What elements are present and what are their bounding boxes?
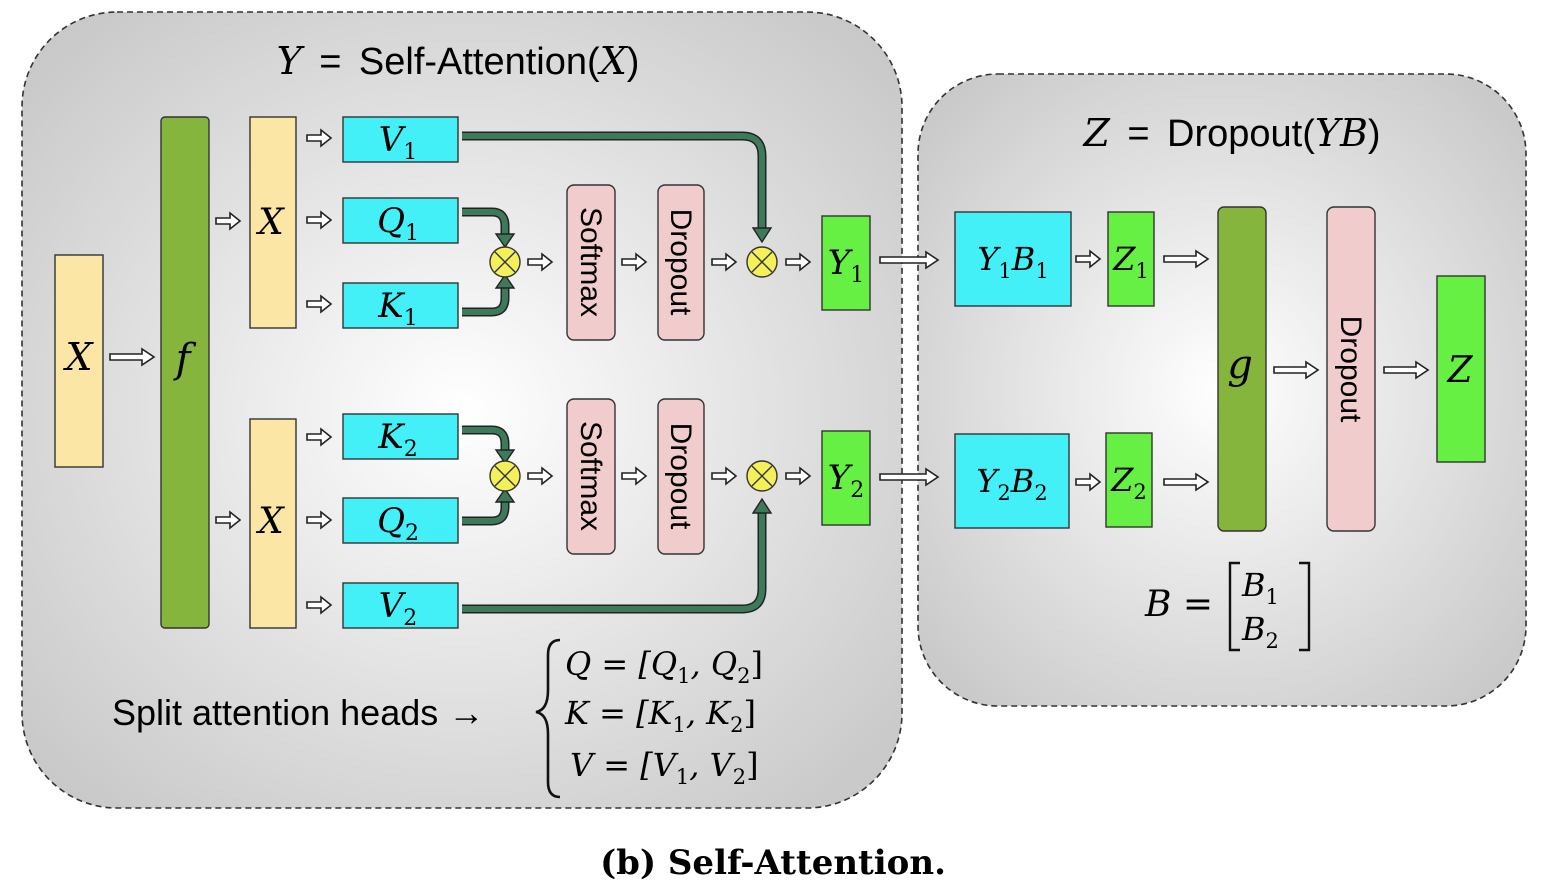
- x-head1-label: X: [255, 202, 285, 243]
- k2-label: K2: [377, 417, 417, 462]
- self-attention-panel: [21, 11, 903, 809]
- y2-label: Y2: [828, 458, 864, 503]
- g-box: [1217, 206, 1267, 532]
- k1-label: K1: [377, 286, 417, 331]
- y1-label: Y1: [828, 243, 864, 288]
- f-box: [160, 116, 210, 629]
- v2-box: [342, 582, 459, 629]
- g-label: g: [1227, 342, 1253, 388]
- b-matrix-left-bracket: [1228, 561, 1240, 652]
- softmax2-box: [566, 398, 616, 555]
- dropout-final-label: Dropout: [1334, 316, 1367, 423]
- b-matrix-b2: B2: [1241, 610, 1279, 653]
- v1-box: [342, 116, 459, 163]
- softmax1-box: [566, 184, 616, 341]
- figure-caption: (b) Self-Attention.: [600, 843, 946, 883]
- k2-box: [342, 413, 459, 460]
- arrow-k2-to-mult2: [462, 427, 508, 452]
- q-equation: Q = [Q1, Q2]: [565, 645, 763, 688]
- split-heads-label: Split attention heads →: [112, 692, 484, 733]
- dropout-final-box: [1326, 206, 1376, 532]
- b-matrix-b1: B1: [1241, 566, 1279, 609]
- z2-box: [1105, 432, 1153, 528]
- split-heads-brace: [535, 638, 561, 799]
- z1-box: [1107, 211, 1155, 307]
- z-output-label: Z: [1446, 350, 1473, 391]
- self-attention-title: Y = Self-Attention(X): [277, 39, 640, 83]
- dropout1-label: Dropout: [664, 209, 697, 316]
- q2-label: Q2: [377, 501, 419, 546]
- x-head1-box: [249, 116, 297, 329]
- z2-label: Z2: [1110, 461, 1147, 504]
- y1b1-box: [954, 211, 1072, 307]
- arrow-v1-to-mult: [462, 133, 765, 230]
- input-x-box: [54, 254, 104, 468]
- v1-label: V1: [379, 120, 418, 165]
- dropout1-box: [657, 184, 705, 341]
- q1-box: [342, 197, 459, 244]
- k-equation: K = [K1, K2]: [564, 694, 756, 737]
- input-x-label: X: [62, 335, 94, 379]
- q1-label: Q1: [377, 201, 419, 246]
- v2-label: V2: [379, 586, 418, 631]
- softmax2-label: Softmax: [574, 421, 607, 531]
- dropout2-label: Dropout: [664, 423, 697, 530]
- b-matrix-lhs: B =: [1144, 584, 1213, 625]
- y1b1-label: Y1B1: [977, 240, 1048, 283]
- z1-label: Z1: [1112, 240, 1149, 283]
- y1-box: [821, 215, 871, 311]
- dropout-title: Z = Dropout(YB): [1082, 111, 1380, 155]
- dropout2-box: [657, 398, 705, 555]
- softmax1-label: Softmax: [574, 207, 607, 317]
- arrow-v2-to-mult: [462, 512, 765, 612]
- x-head2-box: [249, 418, 297, 629]
- q2-box: [342, 497, 459, 544]
- k1-box: [342, 282, 459, 329]
- y2b2-label: Y2B2: [976, 462, 1047, 505]
- v-equation: V = [V1, V2]: [570, 746, 759, 789]
- x-head2-label: X: [255, 501, 285, 542]
- arrow-q2-to-mult2: [462, 500, 508, 524]
- z-output-box: [1436, 275, 1486, 463]
- y2b2-box: [954, 433, 1070, 529]
- y2-box: [821, 430, 871, 526]
- b-matrix-right-bracket: [1299, 561, 1311, 652]
